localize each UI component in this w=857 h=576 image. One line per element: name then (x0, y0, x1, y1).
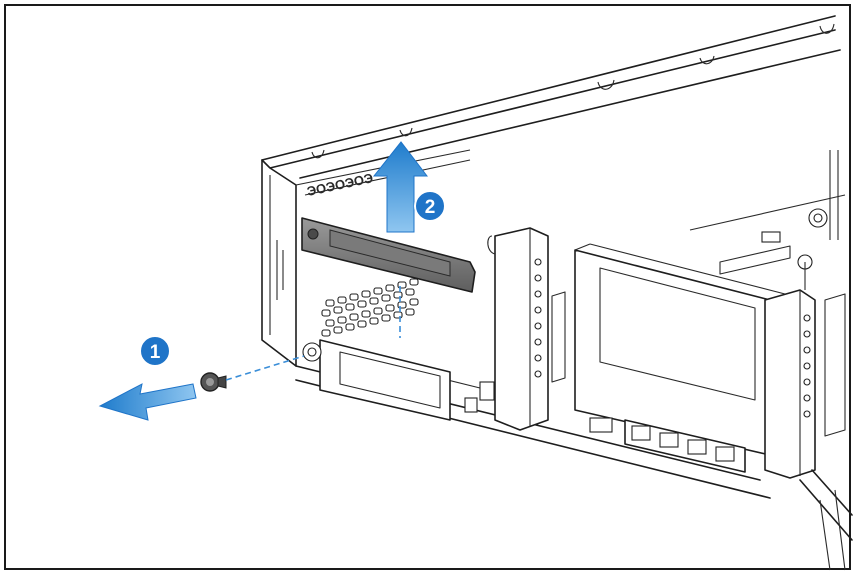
slot-cover-bracket (301, 217, 476, 293)
step-1-label: 1 (150, 342, 161, 363)
arrow-left-icon (98, 383, 197, 421)
screw-icon (200, 372, 227, 392)
riser-post-middle (487, 227, 566, 431)
arrow-up-icon (372, 141, 429, 233)
screw-guide-line (225, 355, 305, 381)
step-2-label: 2 (425, 197, 436, 218)
vent-grid (321, 278, 419, 337)
chassis (261, 15, 841, 499)
step-1-callout: 1 (139, 335, 171, 367)
step-2-callout: 2 (414, 190, 446, 222)
riser-cage (464, 243, 786, 473)
riser-post-right (764, 289, 846, 479)
motherboard-details (689, 150, 853, 571)
